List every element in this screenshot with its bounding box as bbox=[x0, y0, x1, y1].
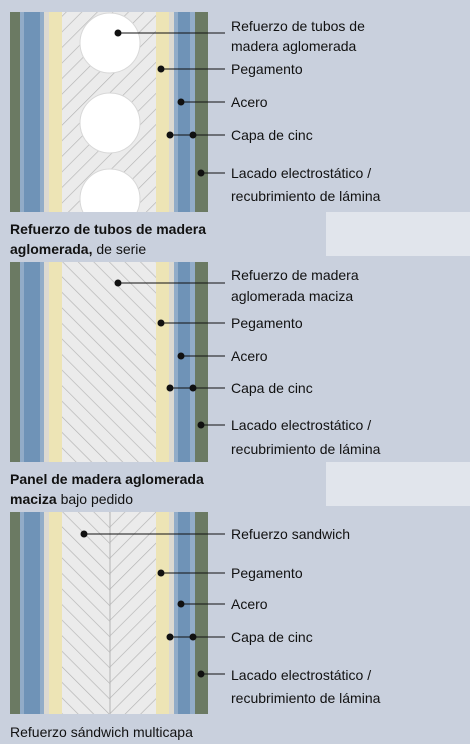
right-steel-layer bbox=[178, 12, 190, 212]
label-zinc: Capa de cinc bbox=[231, 629, 313, 645]
left-lacquer-layer bbox=[10, 12, 20, 212]
left-glue-layer bbox=[49, 12, 62, 212]
right-gap-layer bbox=[169, 262, 174, 462]
label-lacquer-2: recubrimiento de lámina bbox=[231, 441, 381, 457]
right-steel-layer bbox=[178, 262, 190, 462]
tube-hole bbox=[79, 92, 141, 154]
left-zinc-layer-inner bbox=[40, 512, 44, 714]
right-zinc-layer bbox=[190, 262, 195, 462]
left-zinc-layer bbox=[20, 262, 24, 462]
right-zinc-layer-inner bbox=[174, 262, 178, 462]
caption-band bbox=[326, 462, 470, 506]
right-gap-layer bbox=[169, 512, 174, 714]
caption-tube-line1: Refuerzo de tubos de madera bbox=[10, 221, 207, 237]
sandwich-panel-caption: Refuerzo sándwich multicapa bbox=[10, 722, 193, 742]
left-zinc-layer bbox=[20, 12, 24, 212]
label-solid-reinforcement-2: aglomerada maciza bbox=[231, 288, 353, 304]
solid-panel-caption: Panel de madera aglomerada maciza bajo p… bbox=[10, 469, 204, 509]
solid-panel-diagram: Refuerzo de madera aglomerada maciza Peg… bbox=[10, 262, 381, 462]
left-gap-layer bbox=[44, 12, 49, 212]
label-zinc: Capa de cinc bbox=[231, 380, 313, 396]
tube-hole bbox=[79, 168, 141, 212]
caption-sandwich: Refuerzo sándwich multicapa bbox=[10, 724, 193, 740]
solid-panel-layers bbox=[10, 262, 208, 462]
left-gap-layer bbox=[44, 512, 49, 714]
label-steel: Acero bbox=[231, 94, 268, 110]
left-lacquer-layer bbox=[10, 262, 20, 462]
right-zinc-layer bbox=[190, 512, 195, 714]
solid-chipboard-core bbox=[62, 262, 156, 462]
label-steel: Acero bbox=[231, 348, 268, 364]
left-steel-layer bbox=[24, 12, 40, 212]
sandwich-panel-layers bbox=[10, 512, 208, 714]
label-glue: Pegamento bbox=[231, 315, 303, 331]
label-lacquer-1: Lacado electrostático / bbox=[231, 417, 371, 433]
label-zinc: Capa de cinc bbox=[231, 127, 313, 143]
sandwich-panel-leaders bbox=[80, 530, 225, 678]
tube-panel-section: Refuerzo de tubos de madera aglomerada P… bbox=[0, 0, 470, 212]
label-lacquer-2: recubrimiento de lámina bbox=[231, 690, 381, 706]
right-glue-layer bbox=[156, 512, 169, 714]
label-lacquer-2: recubrimiento de lámina bbox=[231, 188, 381, 204]
left-gap-layer bbox=[44, 262, 49, 462]
left-zinc-layer bbox=[20, 512, 24, 714]
right-glue-layer bbox=[156, 12, 169, 212]
label-steel: Acero bbox=[231, 596, 268, 612]
right-zinc-layer bbox=[190, 12, 195, 212]
sandwich-core-right bbox=[110, 512, 156, 714]
right-lacquer-layer bbox=[195, 512, 208, 714]
left-steel-layer bbox=[24, 262, 40, 462]
tube-panel-diagram: Refuerzo de tubos de madera aglomerada P… bbox=[10, 12, 381, 212]
tube-panel-layers bbox=[10, 12, 208, 212]
label-glue: Pegamento bbox=[231, 61, 303, 77]
label-tube-reinforcement-2: madera aglomerada bbox=[231, 38, 357, 54]
right-lacquer-layer bbox=[195, 12, 208, 212]
left-glue-layer bbox=[49, 512, 62, 714]
caption-solid-normal: bajo pedido bbox=[56, 491, 133, 507]
sandwich-core-left bbox=[62, 512, 110, 714]
label-sandwich-reinforcement: Refuerzo sandwich bbox=[231, 526, 350, 542]
caption-band bbox=[326, 212, 470, 256]
caption-tube-bold: aglomerada, bbox=[10, 241, 93, 257]
tube-panel-caption: Refuerzo de tubos de madera aglomerada, … bbox=[10, 219, 206, 259]
label-solid-reinforcement-1: Refuerzo de madera bbox=[231, 267, 359, 283]
sandwich-panel-diagram: Refuerzo sandwich Pegamento Acero Capa d… bbox=[10, 512, 381, 714]
right-steel-layer bbox=[178, 512, 190, 714]
left-zinc-layer-inner bbox=[40, 262, 44, 462]
tube-panel-leaders bbox=[114, 29, 225, 177]
left-steel-layer bbox=[24, 512, 40, 714]
sandwich-panel-section: Refuerzo sandwich Pegamento Acero Capa d… bbox=[0, 512, 470, 714]
label-lacquer-1: Lacado electrostático / bbox=[231, 667, 371, 683]
right-zinc-layer-inner bbox=[174, 12, 178, 212]
right-gap-layer bbox=[169, 12, 174, 212]
left-zinc-layer-inner bbox=[40, 12, 44, 212]
left-lacquer-layer bbox=[10, 512, 20, 714]
label-tube-reinforcement-1: Refuerzo de tubos de bbox=[231, 18, 365, 34]
caption-tube-normal: de serie bbox=[92, 241, 147, 257]
caption-solid-line1: Panel de madera aglomerada bbox=[10, 471, 204, 487]
left-glue-layer bbox=[49, 262, 62, 462]
right-zinc-layer-inner bbox=[174, 512, 178, 714]
label-lacquer-1: Lacado electrostático / bbox=[231, 165, 371, 181]
solid-panel-leaders bbox=[114, 279, 225, 429]
tube-hole bbox=[79, 12, 141, 74]
caption-solid-bold: maciza bbox=[10, 491, 57, 507]
right-lacquer-layer bbox=[195, 262, 208, 462]
label-glue: Pegamento bbox=[231, 565, 303, 581]
solid-panel-section: Refuerzo de madera aglomerada maciza Peg… bbox=[0, 262, 470, 462]
right-glue-layer bbox=[156, 262, 169, 462]
